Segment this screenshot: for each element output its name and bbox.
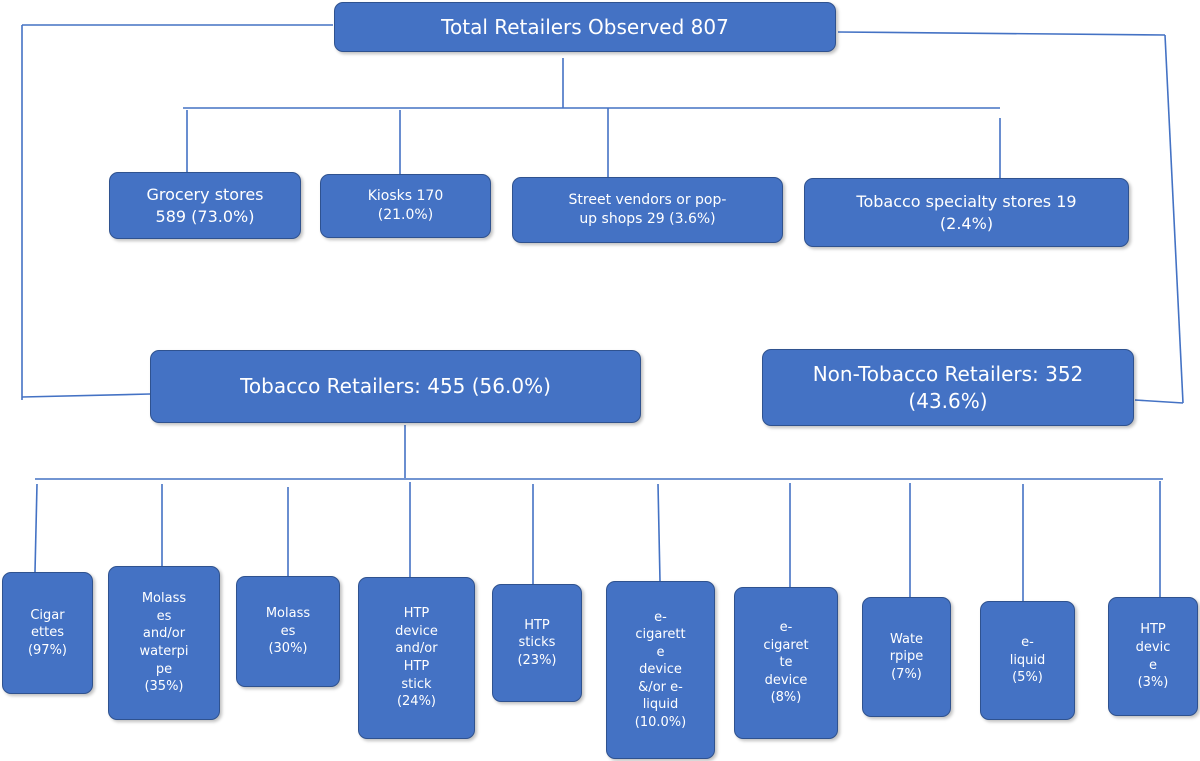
connector-product-1	[34, 483, 38, 573]
product-waterpipe: Wate rpipe (7%)	[862, 597, 951, 717]
connector-right-vertical	[1164, 34, 1184, 404]
connector-product-6	[657, 483, 661, 582]
non-tobacco-retailers-node: Non-Tobacco Retailers: 352 (43.6%)	[762, 349, 1134, 426]
product-htp-sticks: HTP sticks (23%)	[492, 584, 582, 702]
store-type-kiosks-label: Kiosks 170 (21.0%)	[367, 188, 444, 223]
product-label: e- cigaret te device (8%)	[763, 620, 809, 706]
product-htp-device-stick: HTP device and/or HTP stick (24%)	[358, 577, 475, 739]
product-e-liquid: e- liquid (5%)	[980, 601, 1075, 720]
connector-right-bottom	[1134, 399, 1184, 404]
product-label: Wate rpipe (7%)	[889, 631, 924, 682]
non-tobacco-retailers-label: Non-Tobacco Retailers: 352 (43.6%)	[812, 361, 1084, 413]
store-type-grocery-label: Grocery stores 589 (73.0%)	[146, 184, 264, 226]
root-node-label: Total Retailers Observed 807	[441, 14, 729, 39]
product-ecig-device-liquid: e- cigarett e device &/or e- liquid (10.…	[606, 581, 715, 759]
product-ecig-device: e- cigaret te device (8%)	[734, 587, 838, 739]
product-label: HTP device and/or HTP stick (24%)	[395, 606, 438, 710]
product-molasses-waterpipe: Molass es and/or waterpi pe (35%)	[108, 566, 220, 720]
connector-left-bottom	[21, 393, 151, 398]
store-type-kiosks: Kiosks 170 (21.0%)	[320, 174, 491, 238]
product-label: Molass es and/or waterpi pe (35%)	[139, 591, 189, 695]
root-node: Total Retailers Observed 807	[334, 2, 836, 52]
product-label: HTP devic e (3%)	[1135, 622, 1171, 691]
tobacco-retailers-label: Tobacco Retailers: 455 (56.0%)	[240, 374, 551, 398]
store-type-street-vendors-label: Street vendors or pop- up shops 29 (3.6%…	[568, 192, 727, 227]
store-type-tobacco-specialty-label: Tobacco specialty stores 19 (2.4%)	[856, 191, 1077, 233]
product-label: Cigar ettes (97%)	[27, 607, 68, 658]
product-htp-device: HTP devic e (3%)	[1108, 597, 1198, 716]
connector-root-right	[837, 31, 1166, 36]
store-type-street-vendors: Street vendors or pop- up shops 29 (3.6%…	[512, 177, 783, 243]
store-type-grocery: Grocery stores 589 (73.0%)	[109, 172, 301, 239]
product-label: HTP sticks (23%)	[517, 617, 557, 668]
product-cigarettes: Cigar ettes (97%)	[2, 572, 93, 694]
product-label: Molass es (30%)	[265, 606, 311, 657]
product-label: e- cigarett e device &/or e- liquid (10.…	[634, 609, 687, 730]
store-type-tobacco-specialty: Tobacco specialty stores 19 (2.4%)	[804, 178, 1129, 247]
product-molasses: Molass es (30%)	[236, 576, 340, 687]
product-label: e- liquid (5%)	[1009, 635, 1046, 686]
tobacco-retailers-node: Tobacco Retailers: 455 (56.0%)	[150, 350, 641, 423]
